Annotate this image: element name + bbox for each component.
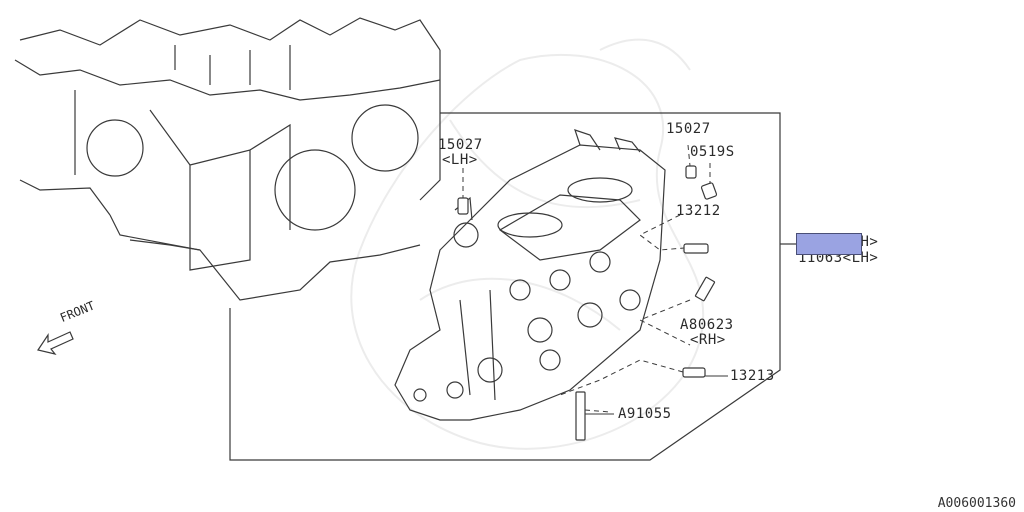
part-11063-hotspot[interactable] — [796, 233, 862, 255]
small-parts — [457, 165, 718, 441]
label-lh-tag: <LH> — [442, 152, 478, 168]
part-13213-pin — [682, 367, 706, 378]
label-0519s: 0519S — [690, 144, 735, 160]
part-a91055-stud — [575, 391, 586, 441]
label-13213: 13213 — [730, 368, 775, 384]
label-15027-lh: 15027 — [438, 137, 483, 153]
label-a91055: A91055 — [618, 406, 672, 422]
leader-lines — [462, 144, 711, 413]
part-0519s-dowel — [700, 182, 718, 200]
label-15027: 15027 — [666, 121, 711, 137]
label-a80623: A80623 — [680, 317, 734, 333]
leader-lines-solid — [585, 375, 728, 415]
label-rh-tag: <RH> — [690, 332, 726, 348]
assembly-bracket — [229, 112, 781, 461]
cylinder-head-drawing — [394, 129, 666, 421]
front-arrow-icon — [37, 331, 74, 355]
part-13212-pin — [683, 243, 709, 254]
engine-block-outline — [14, 17, 441, 301]
part-a80623-stud — [694, 276, 716, 302]
watermark-emblem — [350, 38, 705, 450]
part-15027-lh-plug — [457, 197, 469, 215]
reference-code: A006001360 — [937, 496, 1016, 511]
label-13212: 13212 — [676, 203, 721, 219]
part-15027-plug — [685, 165, 697, 179]
